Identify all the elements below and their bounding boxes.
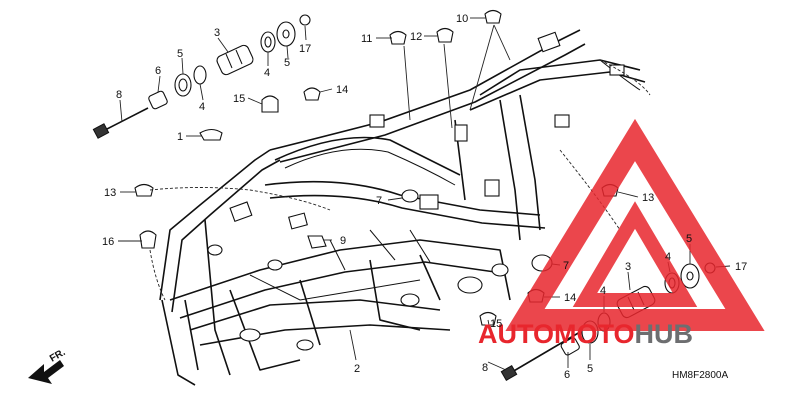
callout-5-bottom2: 5 bbox=[587, 363, 593, 375]
nut-17-top bbox=[299, 14, 311, 26]
clamp-14-top bbox=[303, 87, 321, 101]
callout-numbers: 3 5 6 4 4 5 17 8 1 15 14 11 12 10 13 7 1… bbox=[102, 13, 747, 381]
callout-8-top: 8 bbox=[116, 89, 122, 101]
callout-17-bottom: 17 bbox=[735, 261, 747, 273]
collar-6-bottom bbox=[560, 337, 580, 356]
callout-6-top: 6 bbox=[155, 65, 161, 77]
frame-body bbox=[159, 29, 646, 386]
front-direction-indicator: FR. bbox=[28, 347, 68, 384]
callout-12: 12 bbox=[410, 31, 422, 43]
clip-12 bbox=[436, 27, 454, 43]
clamp-15-top bbox=[261, 95, 279, 113]
rubber-4-top bbox=[193, 65, 207, 85]
clip-1 bbox=[199, 128, 223, 141]
upper-engine-mount-group bbox=[92, 14, 311, 139]
callout-2: 2 bbox=[354, 363, 360, 375]
callout-15-bottom: 15 bbox=[490, 318, 502, 330]
clip-10 bbox=[484, 9, 502, 24]
callout-7-mid: 7 bbox=[376, 195, 382, 207]
callout-8-bottom: 8 bbox=[482, 362, 488, 374]
wire-routing bbox=[149, 59, 651, 301]
callout-3-bottom: 3 bbox=[625, 261, 631, 273]
front-label: FR. bbox=[48, 347, 68, 365]
callout-3-top: 3 bbox=[214, 27, 220, 39]
callout-16: 16 bbox=[102, 236, 114, 248]
grommet-7-mid bbox=[401, 189, 419, 203]
watermark-logo: AUTOMOTOHUB bbox=[478, 118, 765, 349]
collar-6-top bbox=[148, 90, 168, 110]
bolt-head-8-top bbox=[92, 123, 110, 139]
callout-4-bottom2: 4 bbox=[665, 251, 671, 263]
collar-9 bbox=[307, 235, 327, 249]
callout-14-top: 14 bbox=[336, 84, 348, 96]
callout-6-bottom: 6 bbox=[564, 369, 570, 381]
callout-7-right: 7 bbox=[563, 260, 569, 272]
leader-lines bbox=[118, 17, 731, 371]
clamp-15-bottom bbox=[479, 311, 497, 326]
callout-10: 10 bbox=[456, 13, 468, 25]
callout-5-bottom: 5 bbox=[686, 233, 692, 245]
callout-13-right: 13 bbox=[642, 192, 654, 204]
clip-11 bbox=[389, 30, 407, 45]
callout-15-top: 15 bbox=[233, 93, 245, 105]
bushing-3-top bbox=[216, 44, 254, 76]
callout-5-top2: 5 bbox=[284, 57, 290, 69]
callout-1: 1 bbox=[177, 131, 183, 143]
callout-4-top: 4 bbox=[199, 101, 205, 113]
callout-4-top2: 4 bbox=[264, 67, 270, 79]
callout-13-left: 13 bbox=[104, 187, 116, 199]
callout-4-bottom: 4 bbox=[600, 285, 606, 297]
watermark-text: AUTOMOTOHUB bbox=[478, 319, 693, 349]
clip-13-left bbox=[134, 183, 154, 197]
callout-17-top: 17 bbox=[299, 43, 311, 55]
callout-5-top: 5 bbox=[177, 48, 183, 60]
bolt-head-8-bottom bbox=[500, 364, 518, 382]
callout-9: 9 bbox=[340, 235, 346, 247]
clamp-16 bbox=[139, 230, 157, 249]
callout-11: 11 bbox=[361, 33, 372, 45]
callout-14-bottom: 14 bbox=[564, 292, 576, 304]
front-arrow-icon bbox=[28, 360, 64, 384]
diagram-code: HM8F2800A bbox=[672, 370, 728, 381]
